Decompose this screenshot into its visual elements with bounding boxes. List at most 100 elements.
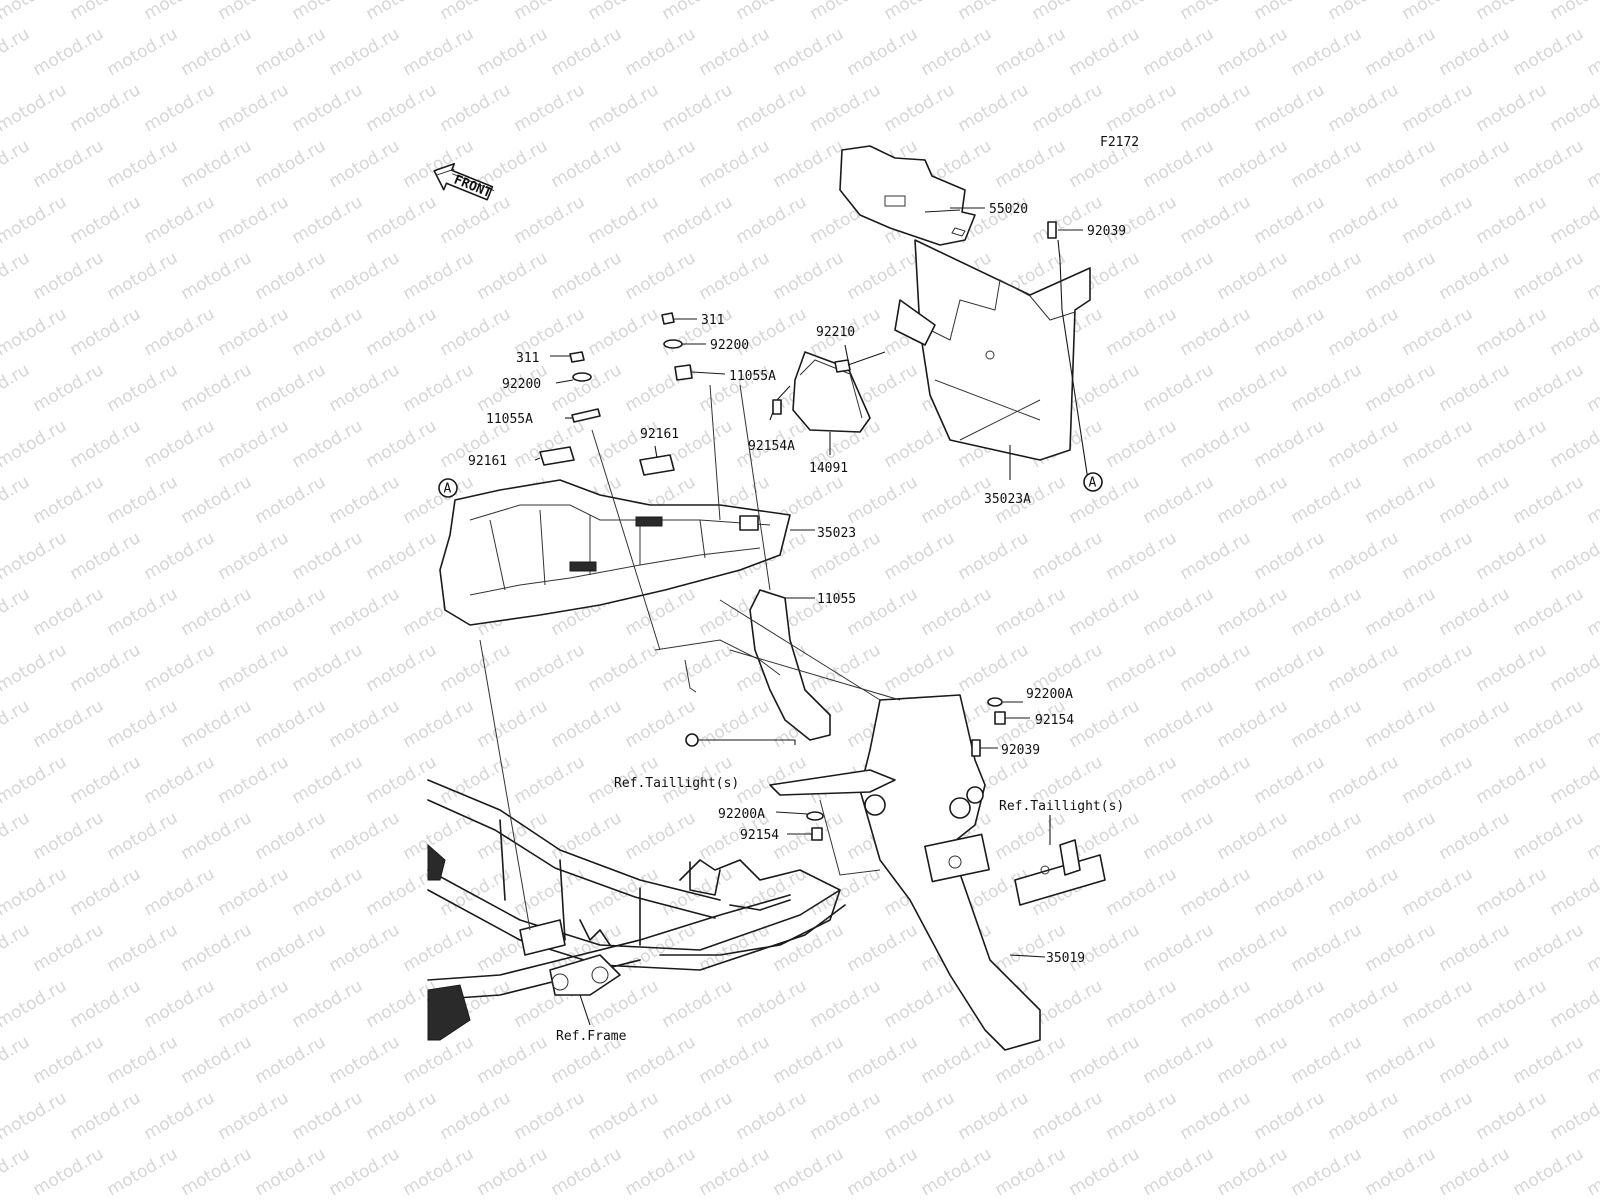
watermark-text: motod.ru <box>0 1144 33 1200</box>
watermark-text: motod.ru <box>992 920 1070 976</box>
watermark-text: motod.ru <box>1436 1144 1514 1200</box>
watermark-text: motod.ru <box>1325 0 1403 24</box>
part-92200-right-washer <box>663 339 683 349</box>
watermark-text: motod.ru <box>1214 584 1292 640</box>
watermark-text: motod.ru <box>363 1088 441 1144</box>
watermark-text: motod.ru <box>104 808 182 864</box>
watermark-text: motod.ru <box>1547 640 1600 696</box>
watermark-text: motod.ru <box>474 696 552 752</box>
watermark-text: motod.ru <box>548 24 626 80</box>
watermark-text: motod.ru <box>474 248 552 304</box>
watermark-text: motod.ru <box>141 528 219 584</box>
watermark-text: motod.ru <box>1029 192 1107 248</box>
label-ref-frame: Ref.Frame <box>556 1029 627 1044</box>
watermark-text: motod.ru <box>622 1032 700 1088</box>
watermark-text: motod.ru <box>104 696 182 752</box>
watermark-text: motod.ru <box>511 80 589 136</box>
watermark-text: motod.ru <box>252 696 330 752</box>
watermark-text: motod.ru <box>437 1088 515 1144</box>
watermark-text: motod.ru <box>252 472 330 528</box>
watermark-text: motod.ru <box>1362 24 1440 80</box>
watermark-text: motod.ru <box>992 584 1070 640</box>
watermark-text: motod.ru <box>1214 1144 1292 1200</box>
watermark-text: motod.ru <box>622 136 700 192</box>
watermark-text: motod.ru <box>289 976 367 1032</box>
watermark-text: motod.ru <box>1436 1032 1514 1088</box>
watermark-text: motod.ru <box>1214 248 1292 304</box>
watermark-text: motod.ru <box>1547 304 1600 360</box>
watermark-text: motod.ru <box>1177 528 1255 584</box>
watermark-text: motod.ru <box>67 1088 145 1144</box>
watermark-text: motod.ru <box>1510 136 1588 192</box>
watermark-text: motod.ru <box>1510 696 1588 752</box>
watermark-text: motod.ru <box>1251 416 1329 472</box>
watermark-text: motod.ru <box>1399 640 1477 696</box>
watermark-text: motod.ru <box>1473 640 1551 696</box>
watermark-text: motod.ru <box>1399 528 1477 584</box>
watermark-text: motod.ru <box>1362 248 1440 304</box>
watermark-text: motod.ru <box>1473 192 1551 248</box>
watermark-text: motod.ru <box>1251 976 1329 1032</box>
watermark-text: motod.ru <box>1214 360 1292 416</box>
watermark-text: motod.ru <box>0 80 70 136</box>
watermark-text: motod.ru <box>1177 80 1255 136</box>
watermark-text: motod.ru <box>1325 864 1403 920</box>
watermark-text: motod.ru <box>585 304 663 360</box>
watermark-text: motod.ru <box>1547 80 1600 136</box>
watermark-text: motod.ru <box>992 136 1070 192</box>
watermark-text: motod.ru <box>659 0 737 24</box>
watermark-text: motod.ru <box>733 976 811 1032</box>
watermark-text: motod.ru <box>1399 752 1477 808</box>
watermark-text: motod.ru <box>141 640 219 696</box>
watermark-text: motod.ru <box>622 1144 700 1200</box>
watermark-text: motod.ru <box>1103 976 1181 1032</box>
watermark-text: motod.ru <box>178 136 256 192</box>
watermark-text: motod.ru <box>289 0 367 24</box>
watermark-text: motod.ru <box>252 24 330 80</box>
watermark-text: motod.ru <box>0 136 33 192</box>
watermark-text: motod.ru <box>1103 1088 1181 1144</box>
watermark-text: motod.ru <box>659 1088 737 1144</box>
callout-label-right: A <box>1089 476 1097 491</box>
label-92200-right: 92200 <box>710 338 749 353</box>
watermark-text: motod.ru <box>30 808 108 864</box>
watermark-text: motod.ru <box>622 808 700 864</box>
watermark-text: motod.ru <box>585 640 663 696</box>
watermark-text: motod.ru <box>1325 976 1403 1032</box>
watermark-text: motod.ru <box>104 248 182 304</box>
watermark-text: motod.ru <box>918 1144 996 1200</box>
watermark-text: motod.ru <box>1066 584 1144 640</box>
watermark-text: motod.ru <box>1584 248 1600 304</box>
watermark-text: motod.ru <box>1251 80 1329 136</box>
watermark-text: motod.ru <box>807 976 885 1032</box>
watermark-text: motod.ru <box>1214 920 1292 976</box>
watermark-text: motod.ru <box>1584 24 1600 80</box>
watermark-text: motod.ru <box>1584 136 1600 192</box>
watermark-text: motod.ru <box>30 1144 108 1200</box>
label-55020: 55020 <box>989 202 1028 217</box>
watermark-text: motod.ru <box>844 24 922 80</box>
watermark-text: motod.ru <box>955 0 1033 24</box>
watermark-text: motod.ru <box>178 248 256 304</box>
watermark-text: motod.ru <box>141 1088 219 1144</box>
watermark-text: motod.ru <box>1510 472 1588 528</box>
watermark-text: motod.ru <box>252 808 330 864</box>
watermark-text: motod.ru <box>178 696 256 752</box>
watermark-text: motod.ru <box>400 920 478 976</box>
watermark-text: motod.ru <box>178 808 256 864</box>
label-92210: 92210 <box>816 325 855 340</box>
watermark-text: motod.ru <box>1029 0 1107 24</box>
watermark-text: motod.ru <box>733 192 811 248</box>
watermark-text: motod.ru <box>1288 584 1366 640</box>
label-ref-taillight-left: Ref.Taillight(s) <box>614 776 739 791</box>
watermark-text: motod.ru <box>252 1144 330 1200</box>
watermark-text: motod.ru <box>881 640 959 696</box>
watermark-text: motod.ru <box>1325 80 1403 136</box>
watermark-text: motod.ru <box>326 696 404 752</box>
watermark-text: motod.ru <box>1584 920 1600 976</box>
watermark-text: motod.ru <box>1177 0 1255 24</box>
watermark-text: motod.ru <box>1325 640 1403 696</box>
watermark-text: motod.ru <box>1436 360 1514 416</box>
watermark-text: motod.ru <box>1510 920 1588 976</box>
